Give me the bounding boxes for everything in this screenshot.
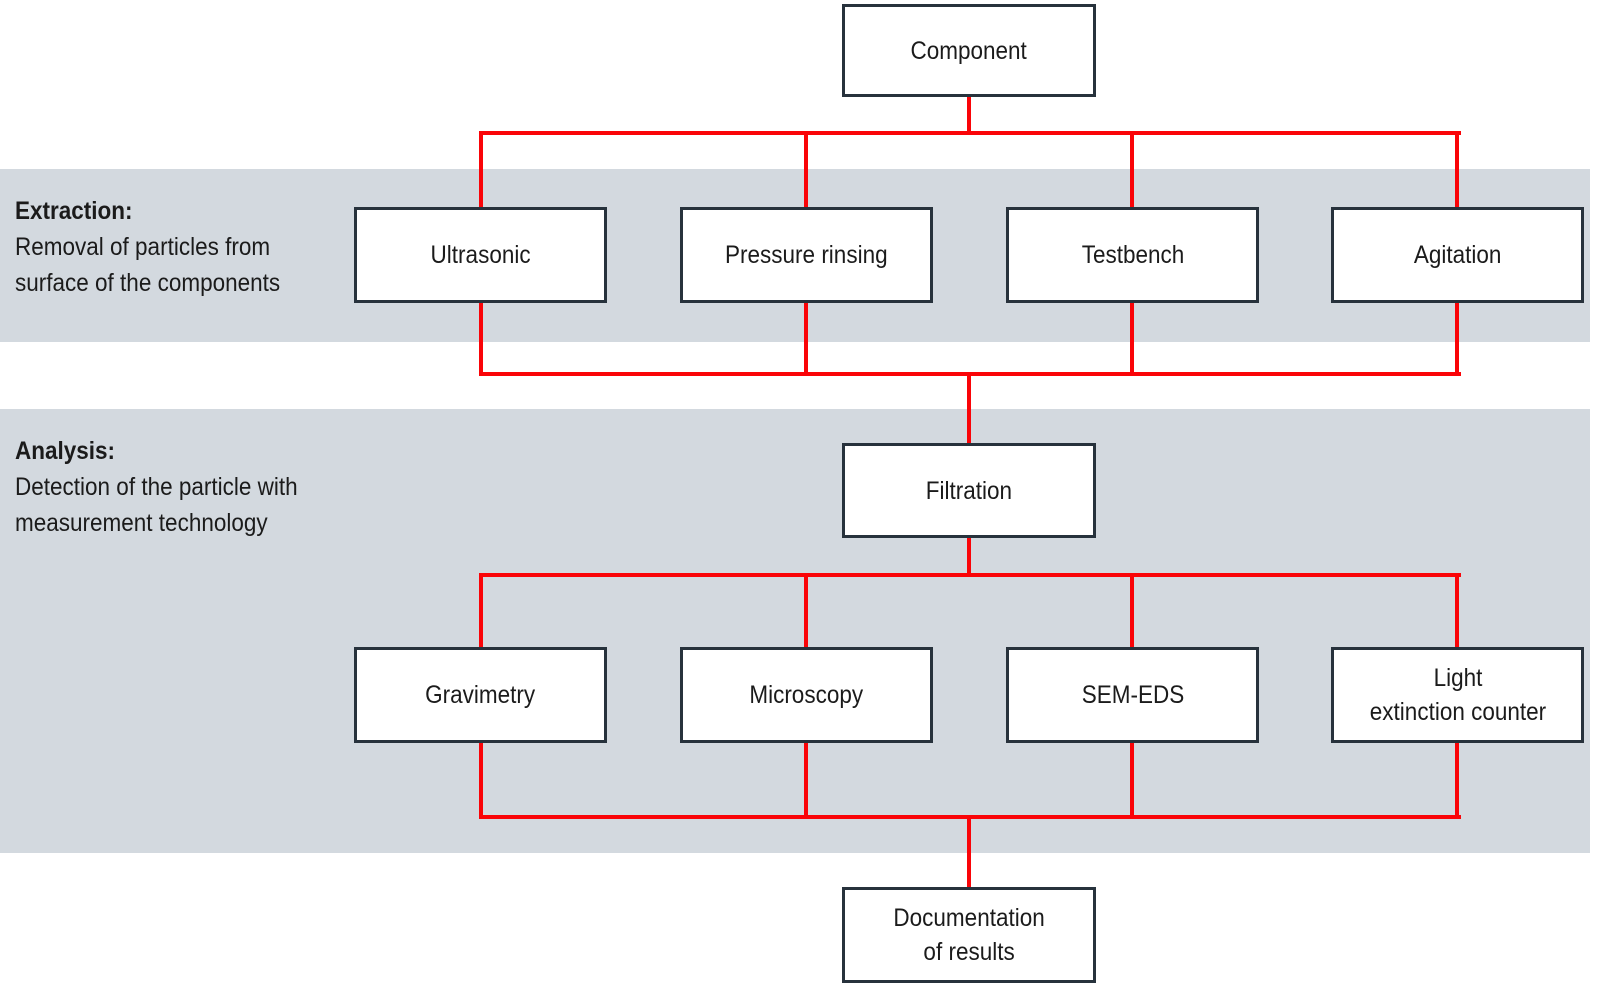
node-documentation-of-results-label: Documentation of results bbox=[893, 904, 1045, 966]
connector-to-filtration bbox=[967, 374, 971, 445]
node-gravimetry: Gravimetry bbox=[354, 647, 607, 743]
node-ultrasonic: Ultrasonic bbox=[354, 207, 607, 303]
node-documentation-of-results: Documentation of results bbox=[842, 887, 1096, 983]
analysis-band-title: Analysis: bbox=[15, 437, 116, 465]
analysis-band: Analysis: Detection of the particle with… bbox=[0, 409, 1590, 853]
node-testbench-label: Testbench bbox=[1081, 241, 1184, 269]
extraction-band-line1: Removal of particles from bbox=[15, 233, 271, 261]
node-component-label: Component bbox=[910, 36, 1028, 65]
analysis-band-line2: measurement technology bbox=[15, 509, 268, 537]
connector-analysis-top-rail bbox=[479, 573, 1461, 577]
node-component: Component bbox=[842, 4, 1096, 97]
node-filtration-label: Filtration bbox=[925, 476, 1013, 505]
node-microscopy: Microscopy bbox=[680, 647, 933, 743]
connector-extraction-top-rail bbox=[479, 131, 1461, 135]
analysis-band-line1: Detection of the particle with bbox=[15, 473, 298, 501]
node-agitation-label: Agitation bbox=[1413, 241, 1502, 269]
node-ultrasonic-label: Ultrasonic bbox=[430, 241, 531, 269]
node-sem-eds: SEM-EDS bbox=[1006, 647, 1259, 743]
node-filtration: Filtration bbox=[842, 443, 1096, 538]
connector-filtration-drop bbox=[967, 536, 971, 577]
extraction-band-title: Extraction: bbox=[15, 197, 133, 225]
extraction-band-caption: Extraction: Removal of particles from su… bbox=[15, 193, 280, 301]
node-agitation: Agitation bbox=[1331, 207, 1584, 303]
node-pressure-rinsing-label: Pressure rinsing bbox=[725, 241, 888, 269]
node-microscopy-label: Microscopy bbox=[749, 681, 864, 709]
node-pressure-rinsing: Pressure rinsing bbox=[680, 207, 933, 303]
connector-to-documentation bbox=[967, 817, 971, 887]
connector-component-drop bbox=[967, 95, 971, 135]
node-light-extinction-counter: Light extinction counter bbox=[1331, 647, 1584, 743]
node-light-extinction-counter-label: Light extinction counter bbox=[1369, 664, 1546, 726]
extraction-band: Extraction: Removal of particles from su… bbox=[0, 169, 1590, 342]
analysis-band-caption: Analysis: Detection of the particle with… bbox=[15, 433, 298, 541]
node-sem-eds-label: SEM-EDS bbox=[1081, 681, 1184, 709]
extraction-band-line2: surface of the components bbox=[15, 269, 281, 297]
node-testbench: Testbench bbox=[1006, 207, 1259, 303]
node-gravimetry-label: Gravimetry bbox=[425, 681, 536, 709]
